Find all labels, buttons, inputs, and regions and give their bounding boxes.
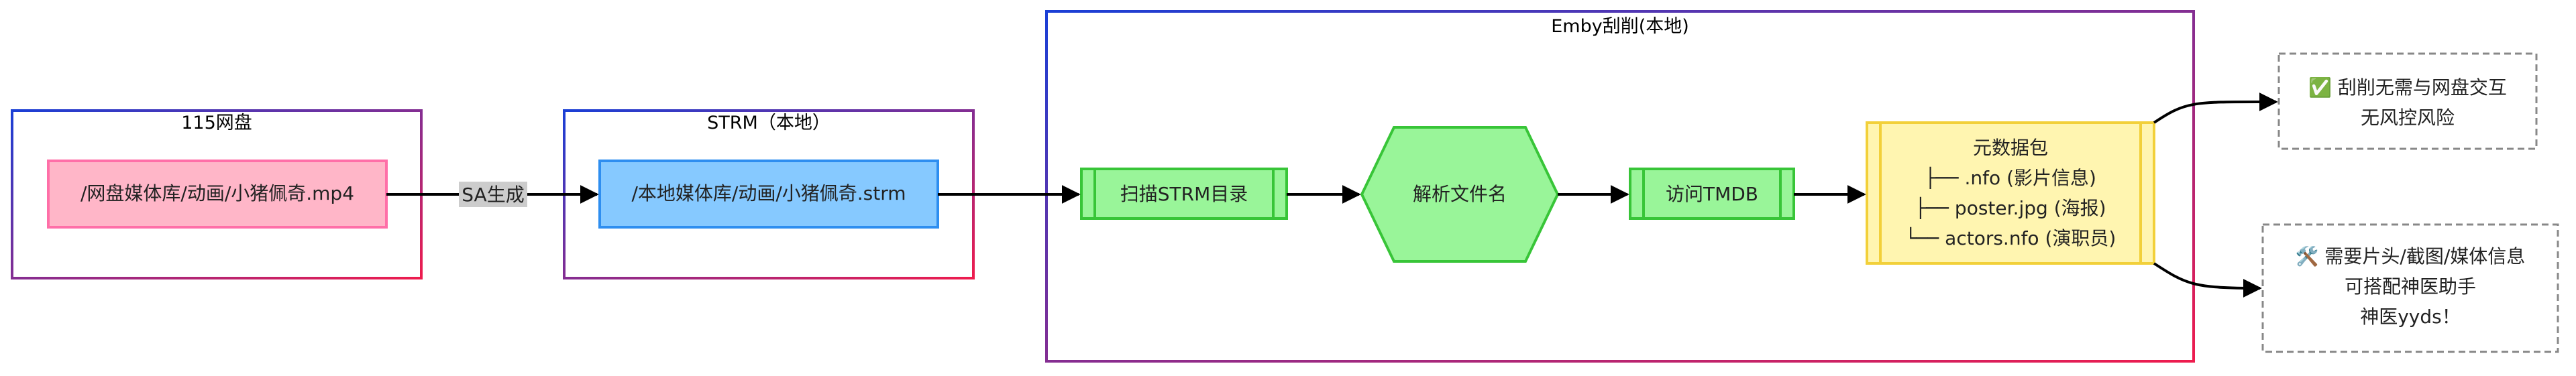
group-strm-title: STRM（本地） [707,113,830,133]
cloud-path-label: /网盘媒体库/动画/小猪佩奇.mp4 [80,182,354,204]
note-need [2261,223,2559,353]
scan-label: 扫描STRM目录 [1120,183,1248,205]
meta-title: 元数据包 [1973,137,2048,159]
tmdb-label: 访问TMDB [1666,183,1758,205]
meta-poster-line: ├── poster.jpg (海报) [1915,196,2106,219]
group-cloud-title: 115网盘 [181,113,252,133]
meta-node[interactable] [1866,121,2155,265]
note-safe [2277,52,2538,150]
meta-actors-line: └── actors.nfo (演职员) [1905,227,2116,249]
local-path-node[interactable] [598,160,939,229]
local-path-label: /本地媒体库/动画/小猪佩奇.strm [631,182,906,204]
tmdb-node[interactable] [1629,168,1795,220]
edge-meta-to-safe-note [2153,92,2278,124]
note-safe-line2: 无风控风险 [2361,107,2455,129]
edge-meta-to-need-note [2153,262,2262,298]
group-emby-border [1045,10,2195,363]
scan-node[interactable] [1080,168,1288,220]
cloud-path-node[interactable] [47,160,388,229]
note-need-line2: 可搭配神医助手 [2345,275,2476,298]
group-emby-title: Emby刮削(本地) [1551,16,1689,37]
meta-nfo-line: ├── .nfo (影片信息) [1925,166,2096,189]
note-need-line1: 🛠️ 需要片头/截图/媒体信息 [2296,245,2526,267]
edge-sa-label: SA生成 [462,184,524,206]
edge-sa-label-bg [459,182,527,207]
note-need-line3: 神医yyds！ [2360,306,2461,328]
note-safe-line1: ✅ 刮削无需与网盘交互 [2308,76,2507,99]
parse-label: 解析文件名 [1413,183,1507,205]
